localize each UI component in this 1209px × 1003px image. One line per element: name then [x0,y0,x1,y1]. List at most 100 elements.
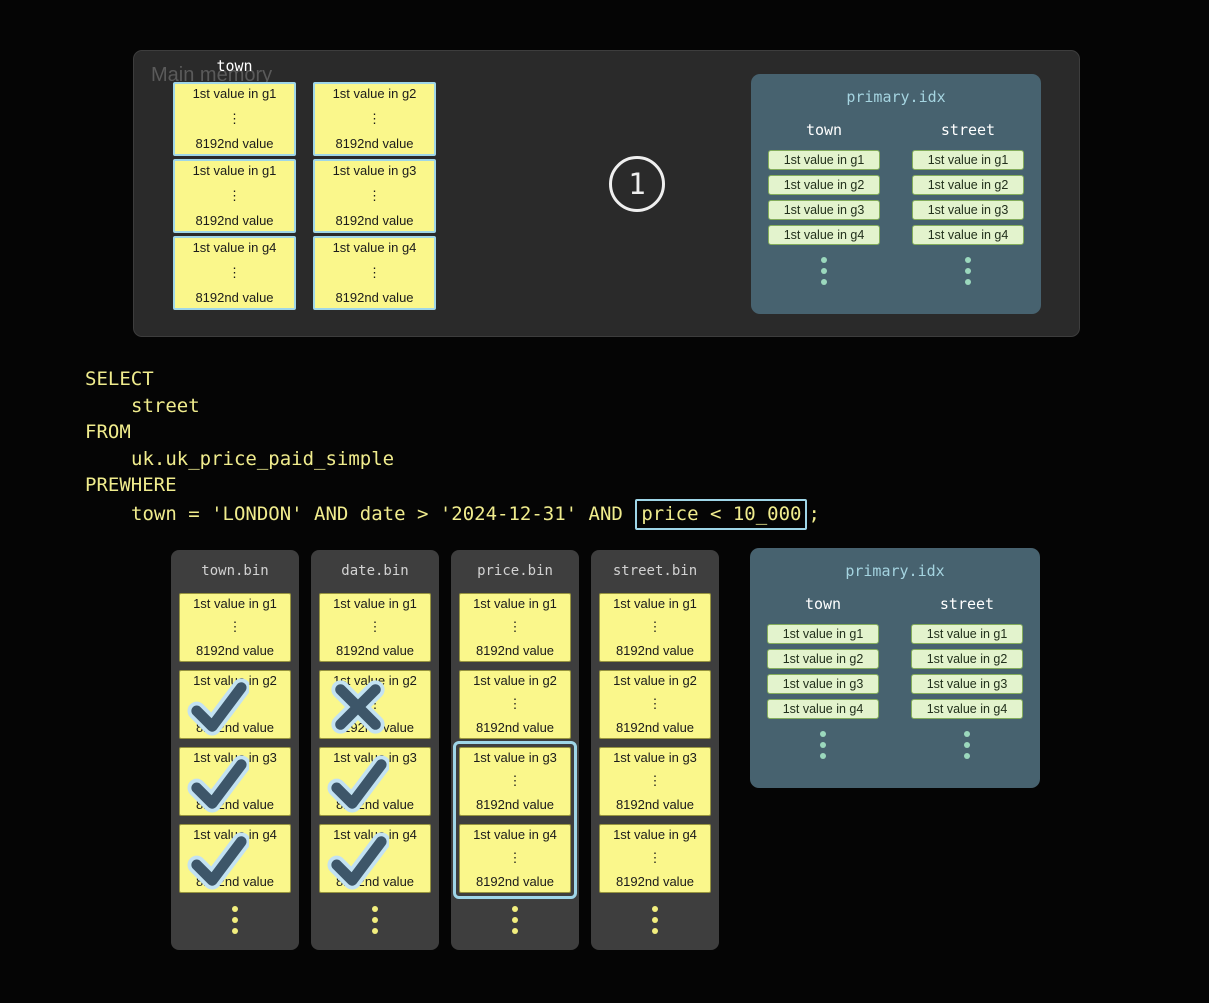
index-entry: 1st value in g2 [911,649,1023,669]
granule-block-g2: 1st value in g2 ⋮ 8192nd value [179,670,291,739]
column-header: street [940,121,996,139]
granule-list: 1st value in g1⋮8192nd value 1st value in… [599,593,711,893]
granule-ellipsis: ⋮ [508,619,522,634]
granule-ellipsis: ⋮ [228,696,242,711]
dot [512,906,518,912]
dot [821,279,827,285]
index-entry: 1st value in g2 [912,175,1024,195]
bin-file-title: town.bin [201,563,269,579]
index-entry: 1st value in g3 [912,200,1024,220]
granule-last-value: 8192nd value [475,874,555,889]
granule-last-value: 8192nd value [195,643,275,658]
granule-first-value: 1st value in g3 [613,750,697,765]
primary-idx-title: primary.idx [845,562,945,580]
granule-ellipsis: ⋮ [228,619,242,634]
granule-ellipsis: ⋮ [228,187,241,203]
granule-last-value: 8192nd value [335,643,415,658]
ellipsis-dots [964,731,970,759]
granule-ellipsis: ⋮ [368,264,381,280]
granule-ellipsis: ⋮ [508,773,522,788]
sql-where-prefix: town = 'LONDON' AND date > '2024-12-31' … [131,502,635,525]
granule-ellipsis: ⋮ [648,850,662,865]
index-entry: 1st value in g2 [767,649,879,669]
granule-block-g2: 1st value in g2⋮8192nd value [319,670,431,739]
granule-ellipsis: ⋮ [508,850,522,865]
main-memory-panel: Main memory town 1st value in g1 ⋮ 8192nd … [133,50,1080,337]
sql-line: FROM [85,421,131,444]
granule-last-value: 8192nd value [195,874,275,889]
main-memory-label: Main memory [151,64,273,86]
granule-first-value: 1st value in g1 [473,596,557,611]
dot [232,906,238,912]
dot [821,268,827,274]
granule-first-value: 1st value in g4 [613,827,697,842]
granule-block-g1: 1st value in g1⋮8192nd value [319,593,431,662]
dot [652,928,658,934]
granule-first-value: 1st value in g1 [192,86,277,101]
sql-line: SELECT [85,368,154,390]
dot [232,928,238,934]
granule-block-g3: 1st value in g3⋮8192nd value [179,747,291,816]
granule-last-value: 8192nd value [335,720,415,735]
granule-block-g1: 1st value in g1⋮8192nd value [599,593,711,662]
sql-line: PREWHERE [85,474,177,497]
granule-first-value: 1st value in g4 [193,827,277,842]
bin-file-title: date.bin [341,563,409,579]
granule-last-value: 8192nd value [615,643,695,658]
ellipsis-dots [171,906,299,934]
granule-first-value: 1st value in g1 [193,596,277,611]
dot [820,753,826,759]
index-entry: 1st value in g2 [768,175,880,195]
granule-first-value: 1st value in g3 [332,163,417,178]
granule-last-value: 8192nd value [475,720,555,735]
granule-block-g4: 1st value in g4⋮8192nd value [173,236,296,310]
granule-last-value: 8192nd value [195,136,274,151]
granule-block-g3: 1st value in g3⋮8192nd value [459,747,571,816]
granule-first-value: 1st value in g4 [473,827,557,842]
granule-block-g2: 1st value in g2⋮8192nd value [313,82,436,156]
dot [652,917,658,923]
granule-last-value: 8192nd value [615,874,695,889]
ellipsis-dots [311,906,439,934]
granule-block-g1: 1st value in g1 ⋮ 8192nd value [179,593,291,662]
granule-last-value: 8192nd value [195,213,274,228]
granule-last-value: 8192nd value [335,874,415,889]
dot [820,742,826,748]
granule-last-value: 8192nd value [195,720,275,735]
granule-ellipsis: ⋮ [368,110,381,126]
granule-block-g1: 1st value in g1⋮8192nd value [173,159,296,233]
granule-last-value: 8192nd value [195,797,275,812]
granule-block-g2: 1st value in g2⋮8192nd value [599,670,711,739]
granule-block-g3: 1st value in g3 ⋮ 8192nd value [599,747,711,816]
granule-ellipsis: ⋮ [648,773,662,788]
granule-ellipsis: ⋮ [228,264,241,280]
index-entry: 1st value in g3 [767,674,879,694]
granule-last-value: 8192nd value [615,797,695,812]
sql-highlight-box: price < 10_000 [635,498,808,530]
granule-first-value: 1st value in g3 [473,750,557,765]
town-column-label: town [216,57,253,75]
dot [965,279,971,285]
granule-ellipsis: ⋮ [368,850,382,865]
dot [372,917,378,923]
granule-last-value: 8192nd value [335,797,415,812]
granule-first-value: 1st value in g2 [193,673,277,688]
dot [964,742,970,748]
dot [652,906,658,912]
granule-last-value: 8192nd value [335,290,414,305]
granule-first-value: 1st value in g4 [332,240,417,255]
column-header: street [939,595,995,613]
sql-line: uk.uk_price_paid_simple [131,447,395,470]
granule-block-g3: 1st value in g3⋮8192nd value [319,747,431,816]
